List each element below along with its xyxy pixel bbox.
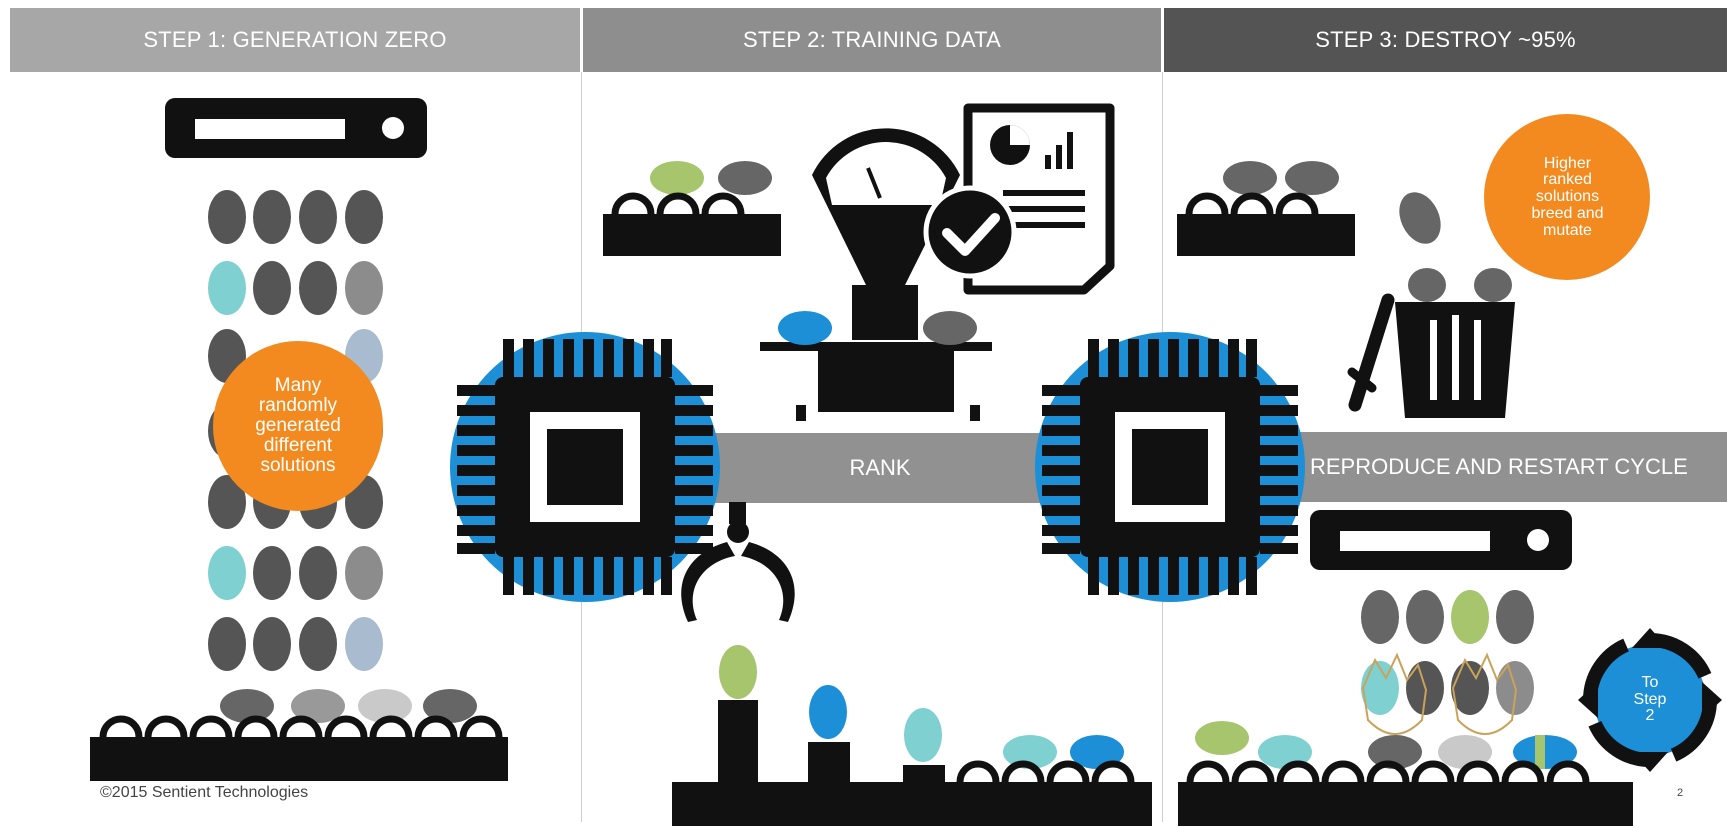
step-3-callout-circle (1484, 114, 1650, 280)
callout-line: To (1641, 673, 1659, 691)
selected-solution (719, 645, 757, 699)
server-icon (165, 98, 427, 158)
processor-chip-icon (450, 332, 720, 602)
step-3-title: STEP 3: DESTROY ~95% (1315, 27, 1576, 52)
page-number: 2 (1677, 787, 1684, 799)
step-1-header: STEP 1: GENERATION ZERO (10, 8, 580, 72)
step-2-title: STEP 2: TRAINING DATA (742, 27, 1002, 52)
new-generation-solutions (1195, 721, 1577, 769)
discarded-solution (1399, 192, 1441, 244)
cycle-arrows-icon (1578, 628, 1722, 772)
callout-line: randomly (258, 395, 338, 417)
step-1-title: STEP 1: GENERATION ZERO (143, 27, 447, 52)
trash-can-icon (1347, 268, 1515, 418)
robot-claw-icon (681, 502, 795, 622)
checkmark-badge-icon (923, 185, 1017, 279)
callout-line: Step (1633, 690, 1667, 708)
reproduce-band: REPRODUCE AND RESTART CYCLE (1290, 432, 1727, 502)
scale-icon (760, 128, 992, 421)
conveyor-belt-icon (603, 161, 781, 256)
step-3-header: STEP 3: DESTROY ~95% (1164, 8, 1727, 72)
processor-chip-icon (1035, 332, 1305, 602)
server-icon (1310, 510, 1572, 570)
callout-line: mutate (1543, 221, 1592, 239)
callout-line: ranked (1543, 171, 1592, 189)
conveyor-belt-icon (1178, 760, 1633, 826)
callout-line: solutions (1535, 188, 1600, 206)
pedestal-icon (672, 685, 1152, 826)
cycle-callout: To Step 2 (1620, 660, 1680, 740)
step-1-callout: Many randomly generated different soluti… (213, 341, 383, 511)
step-1-callout-circle (213, 341, 383, 511)
step-3-callout: Higher ranked solutions breed and mutate (1485, 115, 1650, 280)
step-2-header: STEP 2: TRAINING DATA (583, 8, 1161, 72)
rank-label: RANK (849, 455, 911, 480)
callout-line: different (263, 434, 333, 456)
copyright-text: ©2015 Sentient Technologies (100, 784, 309, 801)
conveyor-belt-icon (1177, 161, 1355, 256)
callout-line: 2 (1645, 707, 1655, 725)
reproduce-label: REPRODUCE AND RESTART CYCLE (1310, 454, 1688, 479)
callout-line: Many (274, 375, 322, 397)
callout-line: breed and (1531, 204, 1604, 222)
rank-band: RANK (680, 433, 1080, 503)
callout-line: solutions (260, 454, 336, 476)
callout-line: generated (255, 415, 341, 437)
conveyor-belt-icon (90, 715, 508, 781)
callout-line: Higher (1543, 154, 1592, 172)
cracked-egg-icon (1361, 652, 1518, 735)
offspring-solutions (1361, 590, 1534, 715)
